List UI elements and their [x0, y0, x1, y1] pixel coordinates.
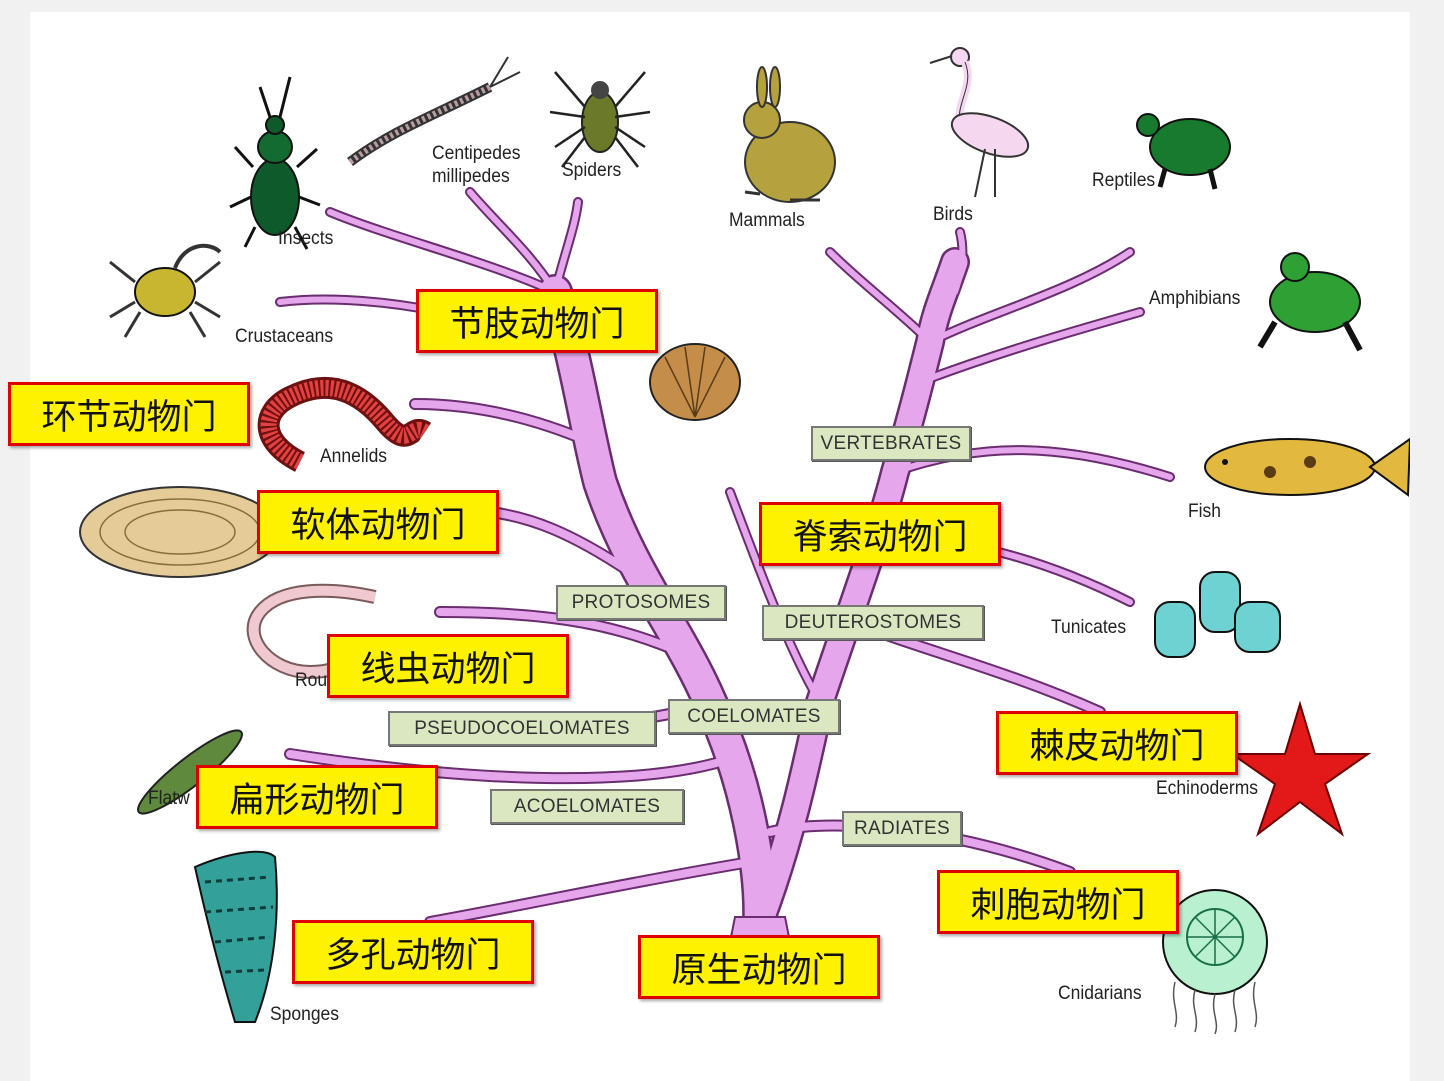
birds-label: Birds [933, 204, 973, 226]
phylum-echinodermata: 棘皮动物门 [996, 711, 1238, 775]
tree-branches [280, 192, 1170, 942]
sponges-label: Sponges [270, 1004, 339, 1026]
pseudocoelomates-box: PSEUDOCOELOMATES [388, 711, 656, 746]
annelids-label: Annelids [320, 446, 387, 468]
phylum-mollusca: 软体动物门 [257, 490, 499, 554]
vertebrates-box: VERTEBRATES [811, 426, 971, 461]
cnidarians-label: Cnidarians [1058, 983, 1142, 1005]
mollusk-illustration [80, 487, 280, 577]
echinoderms-label: Echinoderms [1156, 778, 1258, 800]
coelomates-box: COELOMATES [668, 699, 840, 734]
phylum-annelida: 环节动物门 [8, 382, 250, 446]
amphibian-illustration [1260, 253, 1360, 350]
tunicate-illustration [1155, 572, 1280, 657]
insect-illustration [230, 77, 320, 249]
clam-illustration [650, 344, 740, 420]
roundworms-label: Rou [295, 670, 327, 692]
protosomes-box: PROTOSOMES [556, 585, 726, 620]
insects-label: Insects [278, 228, 333, 250]
acoelomates-box: ACOELOMATES [490, 789, 684, 824]
phylum-platyhelminthes: 扁形动物门 [196, 765, 438, 829]
phylum-cnidaria: 刺胞动物门 [937, 870, 1179, 934]
fish-illustration [1205, 439, 1410, 495]
phylum-porifera: 多孔动物门 [292, 920, 534, 984]
deuterostomes-box: DEUTEROSTOMES [762, 605, 984, 640]
fish-label: Fish [1188, 501, 1221, 523]
reptiles-label: Reptiles [1092, 170, 1155, 192]
phylum-nematoda: 线虫动物门 [327, 634, 569, 698]
amphibians-label: Amphibians [1149, 288, 1240, 310]
echinoderm-illustration [1232, 704, 1368, 834]
radiates-box: RADIATES [842, 811, 962, 846]
phylum-arthropoda: 节肢动物门 [416, 289, 658, 353]
flatworms-label: Flatw [148, 788, 190, 810]
bird-illustration [930, 48, 1034, 197]
tunicates-label: Tunicates [1051, 617, 1126, 639]
mammal-illustration [744, 67, 835, 202]
crustaceans-label: Crustaceans [235, 326, 333, 348]
phylum-chordata: 脊索动物门 [759, 502, 1001, 566]
spider-illustration [550, 72, 650, 167]
diagram-stage: Insects Centipedes millipedes Spiders Ma… [30, 12, 1410, 1081]
centipedes-label: Centipedes millipedes [432, 142, 520, 188]
mammals-label: Mammals [729, 210, 805, 232]
phylogenetic-tree [30, 12, 1410, 1081]
phylum-protozoa: 原生动物门 [638, 935, 880, 999]
sponge-illustration [195, 852, 277, 1022]
crustacean-illustration [110, 246, 220, 337]
spiders-label: Spiders [562, 160, 621, 182]
